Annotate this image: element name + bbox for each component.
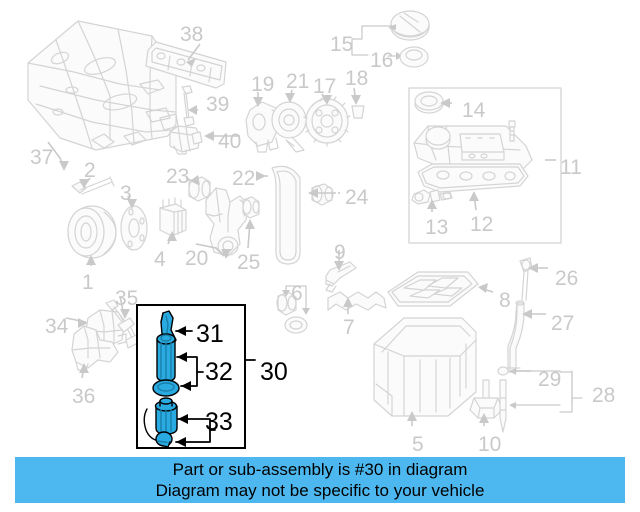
callout-label-37: 37 <box>30 146 54 169</box>
part-10-oil-drain-plug <box>469 379 503 419</box>
callout-label-1: 1 <box>82 271 94 294</box>
part-5-oil-pan <box>373 317 477 417</box>
callout-label-32: 32 <box>205 358 233 386</box>
callout-label-23: 23 <box>166 165 190 188</box>
part-26-dipstick <box>519 257 533 301</box>
part-32-filter-seal <box>152 379 180 397</box>
callout-label-27: 27 <box>551 312 575 335</box>
part-36-oil-line-bracket <box>71 325 119 371</box>
part-28-guide-tube <box>499 379 507 433</box>
part-20-water-pump-housing <box>205 187 249 257</box>
part-18-woodruff-key <box>351 105 365 119</box>
part-9-oil-squirter <box>325 261 357 293</box>
part-14-filler-ring <box>414 91 444 114</box>
part-38-manifold-gasket <box>145 41 227 89</box>
callout-label-16: 16 <box>370 49 394 72</box>
highlight-box-30 <box>136 304 246 449</box>
callout-label-15: 15 <box>330 33 354 56</box>
callout-label-25: 25 <box>237 251 261 274</box>
callout-label-26: 26 <box>555 267 579 290</box>
callout-label-31: 31 <box>196 320 224 348</box>
callout-label-17: 17 <box>313 75 337 98</box>
caption-banner: Part or sub-assembly is #30 in diagram D… <box>15 457 625 503</box>
part-21-idler-pulley <box>271 101 307 153</box>
callout-label-40: 40 <box>218 130 242 153</box>
callout-label-6: 6 <box>291 282 303 305</box>
callout-label-35: 35 <box>115 287 139 310</box>
callout-label-18: 18 <box>345 67 369 90</box>
caption-line-2: Diagram may not be specific to your vehi… <box>155 481 485 500</box>
part-8-windage-tray <box>387 271 479 307</box>
callout-bracket-6 <box>282 285 310 315</box>
callout-label-12: 12 <box>470 213 494 236</box>
part-15-oil-filler-cap <box>390 10 430 41</box>
callout-label-14: 14 <box>462 99 486 122</box>
callout-label-5: 5 <box>412 433 424 456</box>
part-32-filter-cartridge <box>156 333 176 382</box>
part-25-plug <box>242 196 260 219</box>
callout-label-39: 39 <box>206 93 230 116</box>
part-11-valve-cover-group <box>411 91 533 205</box>
callout-label-24: 24 <box>345 186 369 209</box>
callout-label-36: 36 <box>72 385 96 408</box>
callout-label-2: 2 <box>84 159 96 182</box>
callout-label-19: 19 <box>251 73 275 96</box>
callout-label-20: 20 <box>185 247 209 270</box>
part-33-sensor-plug <box>143 408 173 448</box>
callout-label-4: 4 <box>154 248 166 271</box>
caption-line-1: Part or sub-assembly is #30 in diagram <box>172 460 468 479</box>
callout-label-30: 30 <box>260 358 288 386</box>
callout-label-28: 28 <box>592 384 616 407</box>
part-37-intake-manifold-cover <box>27 20 179 151</box>
part-39-bolt <box>181 85 195 127</box>
part-16-cap-seal <box>399 46 429 68</box>
part-4-drive-gear <box>159 197 187 237</box>
callout-label-13: 13 <box>425 216 449 239</box>
part-17-timing-gear <box>303 96 351 147</box>
callout-label-9: 9 <box>334 241 346 264</box>
part-13-cover-clips <box>411 189 453 205</box>
part-12-valve-cover-gasket <box>417 163 529 193</box>
part-3-pulley-hub <box>120 205 148 251</box>
callout-label-22: 22 <box>232 167 256 190</box>
callout-label-33: 33 <box>205 408 233 436</box>
callout-label-29: 29 <box>538 368 562 391</box>
part-35-cooler-bolts <box>105 299 141 349</box>
part-7-oil-pan-gasket-strip <box>327 291 387 311</box>
callout-label-10: 10 <box>478 433 502 456</box>
callout-label-34: 34 <box>45 315 69 338</box>
callout-label-3: 3 <box>120 182 132 205</box>
part-40-sensor <box>169 125 203 155</box>
callout-label-8: 8 <box>499 289 511 312</box>
part-29-oring <box>497 366 509 376</box>
callout-label-11: 11 <box>560 156 582 179</box>
callout-label-7: 7 <box>343 316 355 339</box>
callout-bracket-28-29 <box>509 368 583 413</box>
part-22-timing-belt <box>271 165 301 265</box>
callout-label-21: 21 <box>286 70 310 93</box>
callout-arrowheads-highlight <box>176 326 191 447</box>
part-6-crank-seal-and-ring <box>276 291 308 334</box>
callout-label-38: 38 <box>180 23 204 46</box>
part-33-oil-pressure-sensor <box>154 397 178 435</box>
part-1-crankshaft-pulley <box>67 205 117 259</box>
